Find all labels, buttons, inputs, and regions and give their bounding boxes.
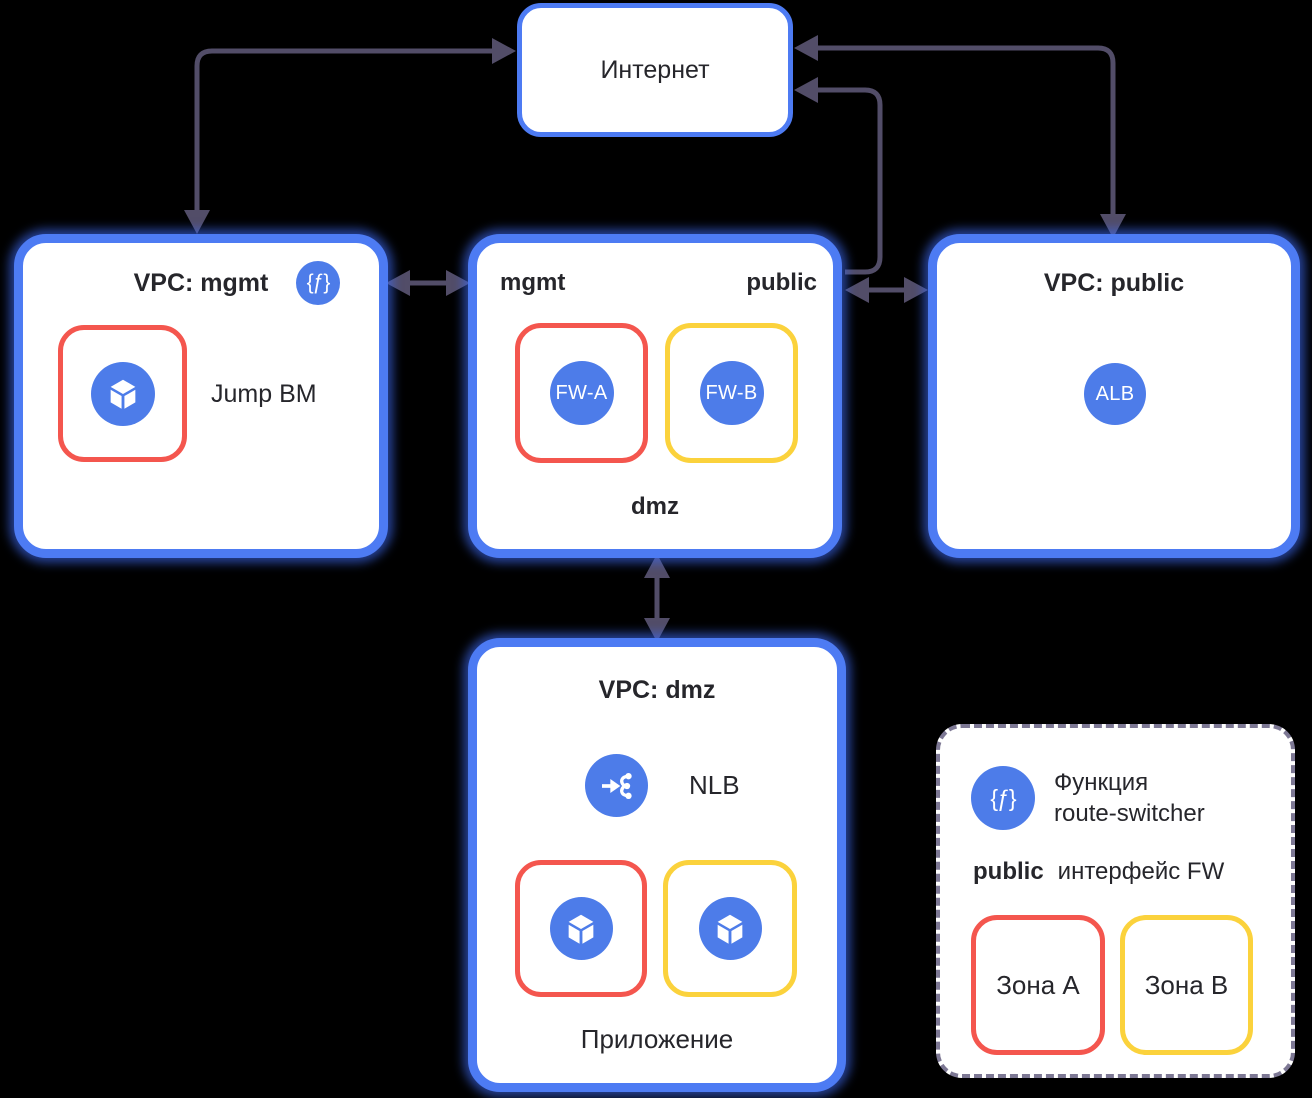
cube-icon [717,914,743,944]
fw-b-icon: FW-B [699,361,764,425]
subnet-mgmt-label: mgmt [500,269,566,296]
legend-interface-key: public [973,858,1044,885]
arrowhead-right-into-vpc-public [904,277,928,303]
vpc-mgmt-title: VPC: mgmt [133,269,269,297]
vpc-dmz-title: VPC: dmz [598,676,716,704]
app-label: Приложение [580,1024,734,1054]
function-icon: {ƒ} [296,261,340,305]
vpc-public-title: VPC: public [1043,269,1185,297]
subnet-dmz-label: dmz [631,493,679,520]
arrowhead-left-into-fw-box [845,277,869,303]
cube-icon [568,914,594,944]
legend-function-line1: Функция [1054,769,1149,796]
jump-vm-label: Jump ВМ [211,380,317,408]
vpc-public-box: VPC: public ALB [928,234,1300,558]
fw-a-label: FW-A [555,381,608,404]
arrowhead-left-into-vpc-mgmt [386,270,410,296]
nlb-icon [585,754,648,817]
legend-interface-row: public интерфейс FW [973,857,1224,887]
subnet-public-label: public [746,269,817,296]
nlb-label: NLB [689,770,740,800]
app-vm-a-node [515,860,647,997]
arrow-internet-mgmt-line [194,48,492,214]
arrowhead-right-into-fw-box [446,270,470,296]
vpc-dmz-box: VPC: dmz NLB [468,638,846,1092]
fw-b-node: FW-B [665,323,798,463]
legend-function-line2: route-switcher [1054,800,1205,827]
legend-interface-text: интерфейс FW [1057,858,1225,885]
arrowhead-down-into-mgmt [184,210,210,234]
vm-icon [90,361,155,426]
load-balancer-icon [601,772,632,799]
arrow-internet-public-line [818,45,1116,214]
vm-icon [549,897,613,960]
vm-icon [698,897,762,960]
app-vm-b-node [663,860,797,997]
legend-zone-b-label: Зона B [1144,969,1229,1000]
arrowhead-left-into-internet-top [794,35,818,61]
legend-zone-a-label: Зона A [996,969,1080,1000]
fw-a-node: FW-A [515,323,648,463]
legend-zone-b-node: Зона B [1120,915,1253,1055]
cube-icon [110,379,135,409]
jump-vm-node [58,325,187,462]
alb-icon: ALB [1084,363,1146,425]
fw-a-icon: FW-A [549,361,614,425]
alb-label: ALB [1095,382,1135,405]
fw-segment-box: mgmt public FW-A FW-B dmz [468,234,842,558]
legend-function-text: Функция route-switcher [1054,767,1205,829]
vpc-mgmt-box: VPC: mgmt {ƒ} Jump ВМ [14,234,388,558]
function-icon: {ƒ} [971,766,1035,830]
legend-box: {ƒ} Функция route-switcher public интерфе… [936,724,1295,1078]
fw-b-label: FW-B [705,381,758,404]
internet-label: Интернет [600,55,710,84]
arrowhead-right-into-internet [492,38,516,64]
internet-box: Интернет [517,3,793,137]
arrowhead-left-into-internet-second [794,77,818,103]
legend-zone-a-node: Зона A [971,915,1105,1055]
